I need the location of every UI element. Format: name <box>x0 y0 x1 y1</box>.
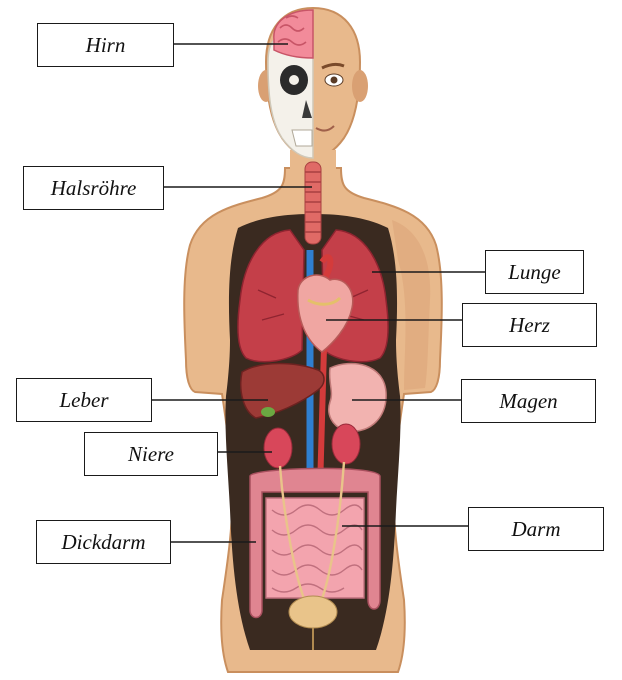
stomach <box>329 363 386 431</box>
label-halsroehre: Halsröhre <box>23 166 164 210</box>
right-ear <box>352 70 368 102</box>
right-kidney <box>332 424 360 464</box>
label-magen: Magen <box>461 379 596 423</box>
label-herz: Herz <box>462 303 597 347</box>
left-kidney <box>264 428 292 468</box>
bladder <box>289 596 337 628</box>
gallbladder <box>261 407 275 417</box>
brain <box>274 10 313 58</box>
small-intestine <box>266 498 364 598</box>
label-lunge: Lunge <box>485 250 584 294</box>
trachea <box>305 162 321 244</box>
label-niere: Niere <box>84 432 218 476</box>
label-darm: Darm <box>468 507 604 551</box>
label-hirn: Hirn <box>37 23 174 67</box>
label-leber: Leber <box>16 378 152 422</box>
label-dickdarm: Dickdarm <box>36 520 171 564</box>
